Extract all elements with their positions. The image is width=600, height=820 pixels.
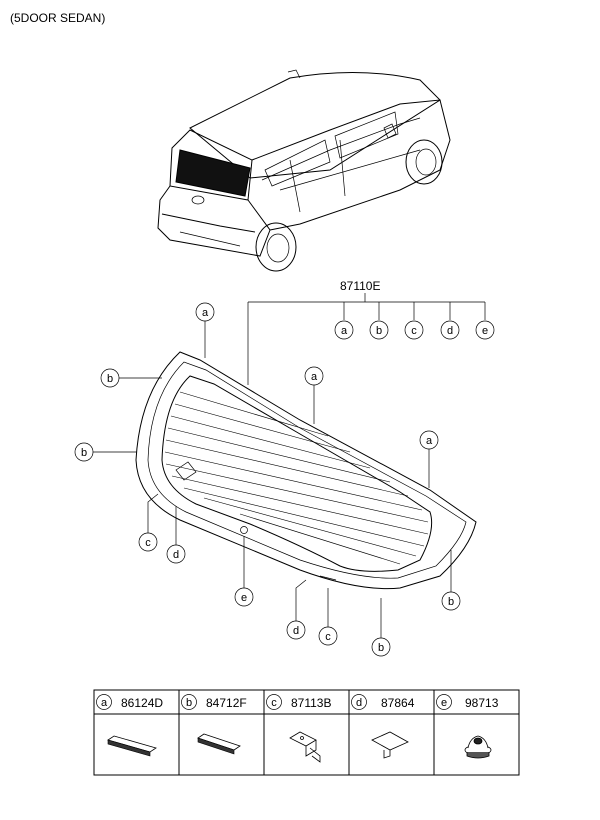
callout-c-1: c: [138, 493, 159, 552]
callout-b-2: b: [74, 442, 137, 462]
legend-part-number: 98713: [465, 696, 499, 710]
svg-text:b: b: [107, 373, 113, 385]
rear-glass-assembly: [135, 351, 477, 590]
assembly-part-number: 87110E: [340, 279, 380, 293]
spacer-pad-icon: [371, 731, 409, 759]
legend-part-number: 87864: [381, 696, 415, 710]
svg-text:b: b: [448, 596, 454, 608]
legend-cell-d: d 87864: [351, 694, 415, 759]
callout-e-1: e: [234, 536, 254, 607]
defroster-lines: [164, 391, 429, 565]
svg-text:c: c: [271, 697, 277, 709]
svg-text:c: c: [145, 537, 151, 549]
legend-cell-e: e 98713: [436, 694, 499, 759]
legend-cell-a: a 86124D: [96, 694, 163, 757]
callout-a-top: a: [334, 320, 354, 340]
parts-legend-table: a 86124D b 84712F c 87113B: [93, 689, 520, 776]
svg-text:d: d: [293, 625, 299, 637]
svg-text:c: c: [411, 325, 417, 337]
callout-a-3: a: [419, 430, 439, 488]
legend-cell-c: c 87113B: [266, 694, 331, 763]
grommet-icon: [464, 735, 492, 759]
callout-d-1: d: [166, 506, 186, 564]
callout-c-top: c: [404, 320, 424, 340]
svg-text:b: b: [81, 447, 87, 459]
callout-e-top: e: [475, 320, 495, 340]
legend-part-number: 87113B: [291, 696, 331, 710]
svg-text:e: e: [241, 592, 247, 604]
callout-a-2: a: [304, 366, 324, 424]
molding-strip-icon: [197, 733, 241, 755]
callout-b-4: b: [371, 598, 391, 657]
car-illustration: [157, 69, 451, 272]
svg-text:b: b: [376, 325, 382, 337]
svg-text:a: a: [202, 307, 209, 319]
svg-text:b: b: [378, 642, 384, 654]
svg-text:d: d: [356, 697, 362, 709]
callout-b-3: b: [441, 550, 461, 611]
svg-text:e: e: [441, 697, 447, 709]
callout-b-top: b: [369, 320, 389, 340]
callout-c-2: c: [318, 588, 338, 646]
legend-part-number: 86124D: [121, 696, 163, 710]
molding-strip-icon: [107, 735, 157, 757]
callout-b-1: b: [100, 368, 162, 388]
callout-d-top: d: [440, 320, 460, 340]
callout-d-2: d: [286, 579, 307, 640]
callouts: a b c d e a a: [74, 302, 495, 657]
svg-text:a: a: [311, 371, 318, 383]
svg-text:c: c: [325, 631, 331, 643]
svg-text:a: a: [426, 435, 433, 447]
svg-text:e: e: [482, 325, 488, 337]
svg-text:d: d: [447, 325, 453, 337]
svg-text:d: d: [173, 549, 179, 561]
svg-text:a: a: [101, 697, 108, 709]
legend-part-number: 84712F: [206, 696, 247, 710]
legend-cell-b: b 84712F: [181, 694, 247, 755]
callout-a-1: a: [195, 302, 215, 358]
svg-text:b: b: [186, 697, 192, 709]
page-title: (5DOOR SEDAN): [10, 11, 105, 25]
bracket-clip-icon: [289, 731, 321, 763]
svg-text:a: a: [341, 325, 348, 337]
assembly-bracket-lines: [247, 293, 486, 385]
